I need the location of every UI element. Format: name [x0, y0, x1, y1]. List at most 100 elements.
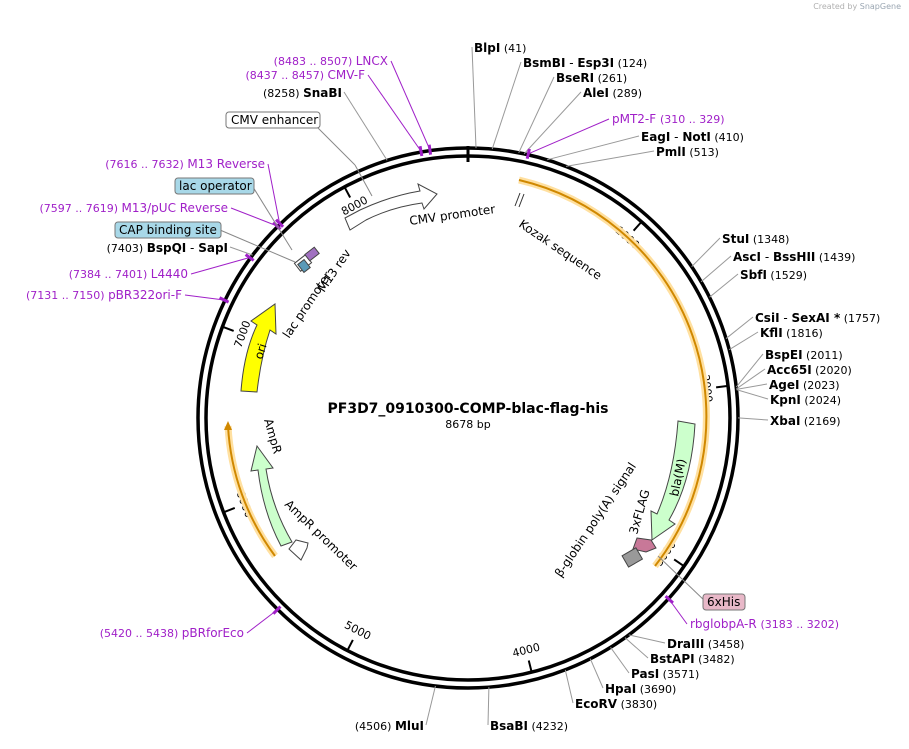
primer-range-0: (8483 .. 8507)	[274, 55, 356, 68]
primer-connector-4	[230, 207, 278, 227]
lac-operator-feature	[297, 258, 311, 274]
bla-feature	[650, 420, 696, 541]
site-pos-5: (513)	[686, 146, 719, 159]
site-pos-16: (3458)	[704, 638, 744, 651]
his-connector	[657, 555, 707, 603]
site-label-13: AgeI (2023)	[769, 378, 840, 392]
his-box: 6xHis	[702, 593, 746, 611]
site-pos-0: (41)	[500, 42, 526, 55]
bp-tick-2000	[715, 384, 729, 389]
primer-connector-0	[390, 60, 431, 150]
site-label-22: (4506) MluI	[355, 719, 424, 733]
site-label-12: Acc65I (2020)	[767, 363, 852, 377]
site-connector-22	[425, 685, 436, 726]
primer-mark-5	[244, 253, 255, 262]
site-connector-23	[229, 246, 253, 256]
site-connector-16	[628, 634, 666, 644]
site-label-9: CsiI - SexAI * (1757)	[755, 311, 880, 325]
site-separator-9: -	[780, 311, 792, 325]
primer-range-8: (5420 .. 5438)	[100, 627, 182, 640]
site-name-21: BsaBI	[490, 719, 528, 733]
ampr-thin-arc	[227, 425, 276, 557]
site-label-1: BsmBI - Esp3I (124)	[523, 56, 647, 70]
primer-name-3: M13 Reverse	[187, 157, 265, 171]
bp-tick-8000	[343, 186, 352, 198]
ampr-promoter-label: AmpR promoter	[282, 497, 360, 573]
site-name-5: PmlI	[656, 145, 686, 159]
site-label-21: BsaBI (4232)	[490, 719, 568, 733]
site-connector-2	[518, 76, 555, 154]
m13rev-feature	[304, 246, 320, 262]
site-name-2: BseRI	[556, 71, 594, 85]
site-connector-14	[736, 389, 769, 400]
cap-binding-text: CAP binding site	[119, 223, 217, 237]
primer-name-5: L4440	[151, 267, 188, 281]
site-label-2: BseRI (261)	[556, 71, 627, 85]
primer-name-1: CMV-F	[328, 68, 366, 82]
kozak-label: Kozak sequence	[516, 217, 604, 283]
cap-site-connector	[219, 229, 296, 263]
primer-connector-8	[246, 609, 278, 634]
lac-operator-connector	[252, 186, 293, 251]
site-label-17: BstAPI (3482)	[650, 652, 735, 666]
site-name-3: AleI	[583, 86, 609, 100]
site-connector-18	[610, 647, 630, 674]
site-pos-7: (1439)	[815, 251, 855, 264]
primer-connector-1	[367, 74, 422, 152]
site-label-18: PasI (3571)	[631, 667, 699, 681]
primer-label-8: (5420 .. 5438) pBRforEco	[100, 626, 244, 640]
bp-tick-5000	[346, 639, 354, 652]
site-connector-24	[343, 91, 388, 161]
site-connector-8	[709, 273, 739, 298]
site-connector-5	[565, 150, 655, 167]
ampr-label: AmpR	[261, 417, 284, 455]
snapgene-credit: Created by SnapGene	[813, 2, 901, 11]
site-label-6: StuI (1348)	[722, 232, 789, 246]
site-pos-24: (8258)	[263, 87, 303, 100]
site-pos-22: (4506)	[355, 720, 395, 733]
site-label-23: (7403) BspQI - SapI	[107, 241, 228, 255]
primer-range-6: (7131 .. 7150)	[26, 289, 108, 302]
primer-mark-6	[218, 296, 230, 304]
bp-tick-7000	[222, 325, 235, 332]
primer-range-7: (3183 .. 3202)	[761, 618, 840, 631]
site-label-8: SbfI (1529)	[740, 268, 807, 282]
site-label-10: KflI (1816)	[760, 326, 823, 340]
site-connector-10	[728, 331, 759, 351]
primer-name-6: pBR322ori-F	[108, 288, 182, 302]
site-label-7: AscI - BssHII (1439)	[733, 250, 855, 264]
site-pos-12: (2020)	[812, 364, 852, 377]
site-separator-1: -	[565, 56, 577, 70]
site-connector-17	[624, 637, 649, 659]
site-name-1: BsmBI	[523, 56, 565, 70]
primer-connector-2	[528, 118, 610, 155]
primer-label-6: (7131 .. 7150) pBR322ori-F	[26, 288, 182, 302]
cmv-enhancer-box: CMV enhancer	[225, 111, 321, 129]
primer-name-7: rbglobpA-R	[690, 617, 761, 631]
site-name-16: DraIII	[667, 637, 704, 651]
site-pos-14: (2024)	[801, 394, 841, 407]
site-pos-6: (1348)	[749, 233, 789, 246]
primer-label-2: pMT2-F (310 .. 329)	[612, 112, 725, 126]
site-name-9: CsiI	[755, 311, 780, 325]
site-name-11: BspEI	[765, 348, 803, 362]
site-name-4: EagI	[641, 130, 670, 144]
site-name-0: BlpI	[474, 41, 500, 55]
kozak-arc	[518, 179, 708, 567]
site-pos-23: (7403)	[107, 242, 147, 255]
bglobin-feature	[621, 547, 644, 568]
site-pos-18: (3571)	[659, 668, 699, 681]
ori-feature	[240, 303, 277, 393]
site-pos-1: (124)	[614, 57, 647, 70]
site-label-0: BlpI (41)	[474, 41, 526, 55]
site-separator-23: -	[186, 241, 198, 255]
site-pos-15: (2169)	[800, 415, 840, 428]
cmv-promoter-label: CMV promoter	[408, 202, 496, 228]
site-connector-6	[691, 237, 721, 268]
ampr-promoter-feature	[288, 539, 309, 561]
site-pos-9: (1757)	[840, 312, 880, 325]
bp-tick-label-5000: 5000	[342, 618, 373, 642]
ampr-feature	[250, 444, 293, 547]
cmv-enhancer-connector-2	[354, 164, 373, 197]
